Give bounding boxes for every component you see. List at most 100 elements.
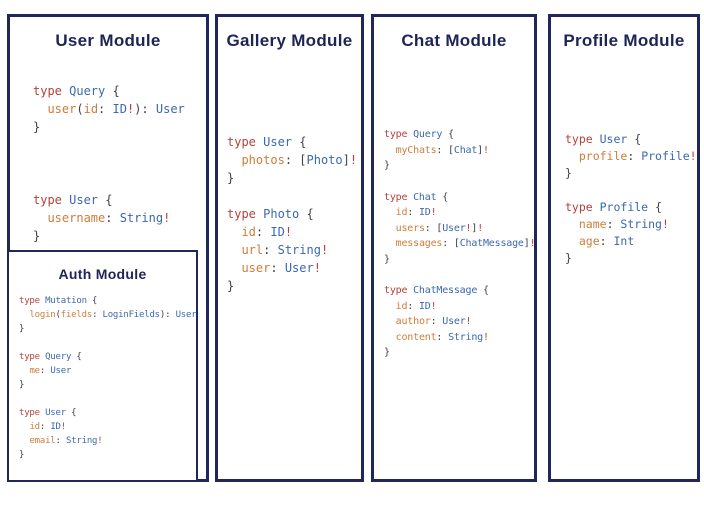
code-line: id: ID! (227, 223, 361, 241)
code-token-field-name: photos (241, 153, 285, 167)
code-token-type-name: String (620, 217, 662, 231)
code-token-punctuation: : (270, 261, 285, 275)
code-token-punctuation (384, 238, 396, 249)
code-token-punctuation: } (384, 347, 390, 358)
code-line: type User { (33, 191, 206, 209)
code-line: id: ID! (384, 299, 534, 315)
code-token-punctuation: : [ (424, 222, 443, 234)
code-block: type User { username: String!} (33, 191, 206, 245)
code-token-non-null-bang: ! (313, 261, 321, 275)
code-block: type Query { myChats: [Chat]!} (384, 127, 534, 174)
code-token-punctuation: { (299, 207, 314, 221)
code-line: type Query { (33, 82, 206, 100)
code-token-punctuation: } (19, 380, 25, 390)
code-token-punctuation: : [ (284, 153, 307, 167)
code-line: } (33, 227, 206, 245)
code-token-punctuation (19, 436, 29, 446)
code-token-non-null-bang: ! (320, 243, 329, 257)
panel-title: Chat Module (401, 31, 507, 50)
panel-auth-module: Auth Module type Mutation { login(fields… (7, 250, 198, 482)
code-area: type Query { myChats: [Chat]!}type Chat … (374, 127, 536, 361)
code-line: type Query { (384, 127, 534, 143)
code-token-punctuation: { (98, 193, 113, 207)
panel-profile-module: Profile Module type User { profile: Prof… (548, 14, 700, 482)
code-token-field-name: me (29, 366, 40, 376)
code-token-punctuation: : (606, 217, 621, 231)
code-token-punctuation: { (627, 132, 642, 146)
code-line: me: User (19, 364, 196, 378)
code-block: type Query { me: User} (19, 350, 196, 392)
code-token-type-name: Query (45, 352, 72, 362)
code-token-type-name: Profile (599, 200, 649, 214)
code-token-keyword: type (384, 191, 414, 203)
code-token-keyword: type (227, 135, 264, 149)
code-token-keyword: type (565, 132, 600, 146)
code-token-field-name: author (395, 316, 431, 327)
code-token-non-null-bang: ! (60, 422, 66, 432)
code-token-type-name: String (119, 211, 164, 225)
code-token-keyword: type (19, 408, 46, 418)
code-token-punctuation: { (477, 285, 489, 296)
code-line: name: String! (565, 216, 697, 233)
code-token-keyword: type (33, 193, 70, 207)
code-token-type-name: String (65, 436, 98, 446)
code-token-type-name: User (284, 261, 314, 275)
code-token-punctuation: { (65, 408, 77, 418)
code-token-type-name: User (263, 135, 293, 149)
code-token-field-name: id (241, 225, 256, 239)
code-token-punctuation: : (39, 422, 51, 432)
code-token-type-name: Int (613, 234, 635, 248)
code-token-type-name: ID (270, 225, 285, 239)
code-token-type-name: User (45, 408, 66, 418)
code-token-punctuation (227, 261, 241, 275)
code-token-type-name: Profile (641, 149, 690, 163)
code-token-type-name: User (50, 366, 72, 376)
code-line: type Photo { (227, 205, 361, 223)
code-block: type Profile { name: String! age: Int} (565, 199, 697, 267)
code-area: type Mutation { login(fields: LoginField… (9, 294, 197, 462)
code-token-non-null-bang: ! (483, 331, 489, 343)
code-line: url: String! (227, 241, 361, 259)
code-token-punctuation: { (105, 84, 120, 98)
code-block: type User { photos: [Photo]!} (227, 133, 361, 187)
code-token-type-name: Query (69, 84, 106, 98)
code-line: username: String! (33, 209, 206, 227)
code-token-field-name: id (395, 207, 408, 218)
code-line: type ChatMessage { (384, 283, 534, 299)
code-token-field-name: id (395, 300, 408, 312)
code-token-non-null-bang: ! (661, 217, 669, 231)
code-area: type User { profile: Profile!}type Profi… (551, 131, 697, 267)
code-block: type Query { user(id: ID!): User} (33, 82, 206, 136)
code-token-punctuation: } (565, 166, 572, 180)
code-token-type-name: User (175, 310, 197, 320)
code-line: } (384, 252, 534, 268)
code-line: author: User! (384, 314, 534, 330)
code-block: type ChatMessage { id: ID! author: User!… (384, 283, 534, 361)
code-token-punctuation: } (565, 251, 572, 265)
code-token-punctuation: } (19, 324, 25, 334)
code-token-punctuation: : (55, 436, 66, 446)
code-token-punctuation: ): (134, 102, 156, 116)
code-token-punctuation: : (627, 149, 642, 163)
code-line: } (227, 277, 361, 295)
code-token-keyword: type (19, 352, 46, 362)
code-token-punctuation: : (92, 310, 103, 320)
code-token-field-name: id (29, 422, 40, 432)
code-token-non-null-bang: ! (689, 149, 697, 163)
code-token-non-null-bang: ! (97, 436, 103, 446)
code-token-punctuation (565, 217, 579, 231)
panel-chat-module: Chat Module type Query { myChats: [Chat]… (371, 14, 537, 482)
code-token-punctuation (33, 102, 47, 116)
code-line: type User { (227, 133, 361, 151)
code-token-punctuation: { (71, 352, 82, 362)
code-token-field-name: name (578, 217, 607, 231)
code-token-field-name: myChats (395, 144, 437, 156)
code-token-punctuation (19, 366, 29, 376)
code-token-type-name: Chat (453, 144, 478, 156)
code-token-punctuation: ] (471, 222, 478, 234)
code-token-type-name: ID (418, 207, 431, 218)
code-token-type-name: Chat (413, 191, 437, 203)
code-token-punctuation: : [ (436, 144, 454, 156)
code-token-type-name: Photo (263, 207, 300, 221)
code-line: login(fields: LoginFields): User (19, 308, 196, 322)
